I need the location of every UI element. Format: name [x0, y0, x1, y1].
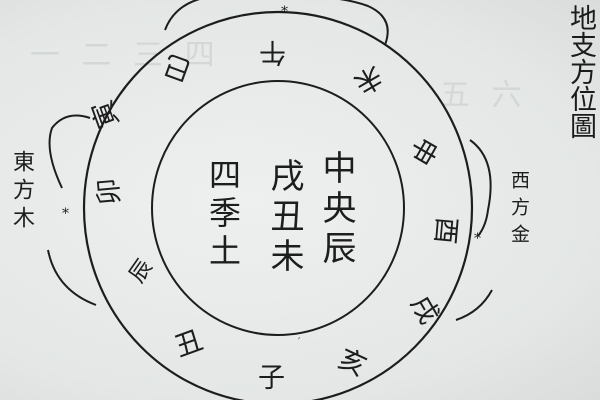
branch-zi: 子 [258, 363, 285, 394]
branch-yin: 寅 [87, 96, 125, 132]
center-column-middle: 戌丑未 [264, 158, 304, 278]
branch-you: 酉 [429, 216, 462, 246]
inner-circle [151, 80, 405, 336]
west-lower-arc [455, 289, 493, 321]
branch-hai: 亥 [333, 343, 371, 383]
branch-mao: 卯 [93, 177, 126, 207]
branch-xu: 戌 [404, 291, 444, 330]
branch-wu: 午 [259, 36, 286, 67]
east-arc [48, 114, 91, 189]
center-column-right: 中央辰 [316, 150, 356, 270]
bleed-through-text: 五 六 [440, 78, 528, 113]
branch-si: 巳 [159, 48, 195, 86]
west-arc [469, 139, 492, 237]
west-label: 西方金 [508, 170, 530, 251]
star-marker-west: * [474, 231, 481, 247]
outer-circle [82, 10, 474, 400]
east-lower-arc [47, 249, 97, 306]
branch-chen: 辰 [125, 255, 158, 287]
branch-wei: 未 [349, 59, 388, 99]
east-label: 東方木 [9, 150, 34, 234]
center-column-left: 四季土 [204, 158, 242, 272]
page-title: 地支方位圖 [565, 4, 596, 139]
branch-shen: 申 [403, 131, 443, 170]
south-arc [164, 0, 389, 46]
branch-chou: 丑 [171, 325, 207, 363]
tick-mark: ′ [298, 337, 301, 348]
star-marker-east: * [62, 206, 69, 222]
star-marker-north: * [281, 4, 288, 20]
bleed-through-text: 一 二 三 四 [30, 38, 221, 73]
